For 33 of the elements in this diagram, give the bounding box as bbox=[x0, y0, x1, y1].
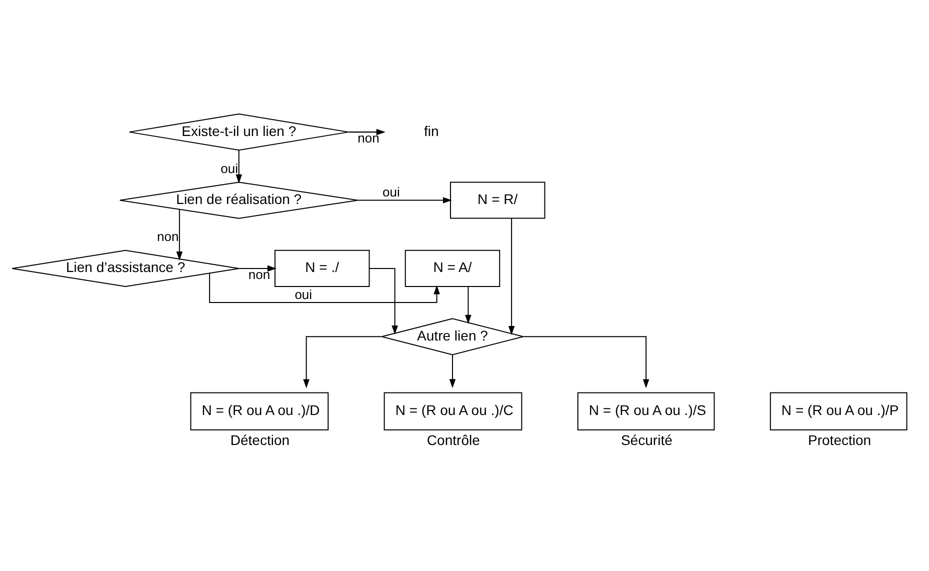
edge-label: non bbox=[358, 130, 380, 146]
arrow bbox=[348, 128, 386, 136]
node-label: Détection bbox=[230, 432, 290, 448]
arrow bbox=[209, 273, 440, 304]
node-box: N = A/ bbox=[404, 250, 500, 287]
node-diamond: Autre lien ? bbox=[381, 318, 524, 356]
node-label: Protection bbox=[808, 432, 872, 448]
node-box: N = (R ou A ou .)/C bbox=[384, 392, 522, 430]
arrow bbox=[523, 336, 650, 388]
arrow bbox=[236, 150, 242, 184]
node-text: fin bbox=[424, 122, 439, 139]
arrow bbox=[449, 354, 456, 388]
arrow bbox=[508, 218, 515, 336]
node-box: N = ./ bbox=[274, 250, 370, 287]
node-diamond: Existe-t-il un lien ? bbox=[128, 114, 349, 151]
node-box: N = (R ou A ou .)/S bbox=[577, 392, 715, 430]
node-box: N = (R ou A ou .)/P bbox=[770, 392, 908, 430]
node-diamond: Lien de réalisation ? bbox=[119, 182, 358, 219]
edge-label: non bbox=[248, 266, 270, 282]
arrow bbox=[358, 197, 452, 204]
node-box: N = R/ bbox=[450, 182, 546, 219]
edge-label: oui bbox=[294, 286, 312, 302]
edge-label: non bbox=[157, 229, 179, 244]
arrow bbox=[303, 336, 382, 388]
edge-label: oui bbox=[220, 161, 238, 176]
edge-label: oui bbox=[382, 184, 400, 200]
arrow bbox=[176, 209, 183, 260]
arrow bbox=[369, 268, 398, 334]
node-label: Sécurité bbox=[620, 432, 672, 448]
arrow bbox=[239, 265, 276, 272]
node-box: N = (R ou A ou .)/D bbox=[190, 392, 329, 430]
node-label: Contrôle bbox=[426, 432, 480, 448]
arrow bbox=[465, 286, 472, 324]
